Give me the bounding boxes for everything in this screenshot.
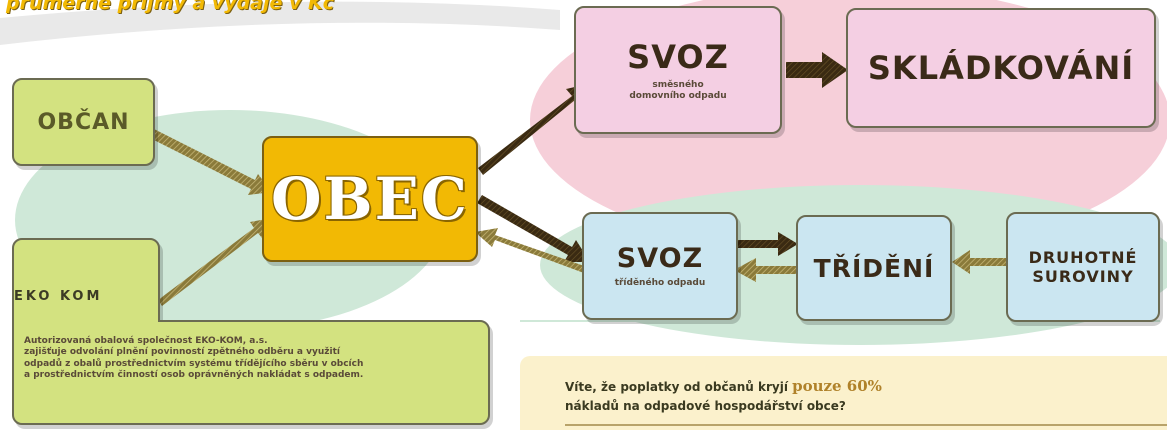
node-obec[interactable]: OBEC [262, 136, 478, 262]
node-svoz-smesny-sub-1: směsného [652, 79, 704, 90]
ekokom-logo: EKO KOM [14, 289, 102, 304]
node-druhotne-label-2: SUROVINY [1032, 267, 1134, 286]
info-box: Víte, že poplatky od občanů kryjí pouze … [520, 356, 1167, 430]
node-druhotne-label-1: DRUHOTNÉ [1028, 248, 1138, 267]
ekokom-text-line-4: a prostřednictvím činností osob oprávněn… [24, 369, 364, 380]
node-obcan-label: OBČAN [37, 109, 130, 135]
info-line-1: Víte, že poplatky od občanů kryjí pouze … [565, 376, 882, 398]
node-svoz-trideny-sub: tříděného odpadu [614, 277, 706, 288]
info-text: Víte, že poplatky od občanů kryjí pouze … [565, 376, 882, 415]
node-svoz-trideny-title: SVOZ [616, 242, 704, 274]
node-obec-label: OBEC [271, 165, 469, 233]
arrow-obcan-to-obec [148, 128, 272, 195]
arrow-obec-to-svoz-top [478, 84, 588, 175]
header-title: průměrné příjmy a výdaje v Kč [6, 0, 335, 14]
info-underline [565, 424, 1167, 426]
ekokom-text-line-3: odpadů z obalů prostřednictvím systému t… [24, 358, 364, 369]
node-svoz-trideny[interactable]: SVOZ tříděného odpadu [582, 212, 738, 320]
arrow-svoz-bottom-to-obec [475, 228, 592, 276]
arrow-trideni-to-svoz [734, 258, 796, 282]
node-trideni[interactable]: TŘÍDĚNÍ [796, 215, 952, 321]
node-ekokom-description-box: Autorizovaná obalová společnost EKO-KOM,… [12, 320, 490, 425]
node-skladkovani-label: SKLÁDKOVÁNÍ [867, 49, 1135, 87]
arrow-svoz-to-trideni [738, 232, 798, 256]
arrow-druhotne-to-trideni [952, 250, 1006, 274]
ekokom-text-line-2: zajišťuje odvolání plnění povinností zpě… [24, 347, 340, 358]
arrow-svoz-to-skladkovani [786, 52, 848, 88]
info-line-1-highlight: pouze 60% [792, 377, 882, 395]
arrow-obec-to-svoz-bottom [477, 195, 590, 262]
ekokom-seam-cover [14, 314, 158, 326]
node-svoz-smesny-title: SVOZ [627, 37, 729, 76]
info-line-2: nákladů na odpadové hospodářství obce? [565, 398, 846, 413]
arrow-ekokom-to-obec [158, 218, 272, 306]
info-line-1-prefix: Víte, že poplatky od občanů kryjí [565, 380, 793, 394]
ekokom-text-line-1: Autorizovaná obalová společnost EKO-KOM,… [24, 336, 268, 346]
node-obcan[interactable]: OBČAN [12, 78, 155, 166]
node-trideni-label: TŘÍDĚNÍ [813, 253, 935, 283]
node-svoz-smesny-sub-2: domovního odpadu [629, 91, 727, 101]
header-swoosh [0, 1, 560, 45]
node-skladkovani[interactable]: SKLÁDKOVÁNÍ [846, 8, 1156, 128]
node-svoz-smesny[interactable]: SVOZ směsného domovního odpadu [574, 6, 782, 134]
ekokom-logo-text: EKO KOM [14, 289, 103, 304]
info-dotted-line [520, 320, 1160, 322]
node-druhotne-suroviny[interactable]: DRUHOTNÉ SUROVINY [1006, 212, 1160, 322]
